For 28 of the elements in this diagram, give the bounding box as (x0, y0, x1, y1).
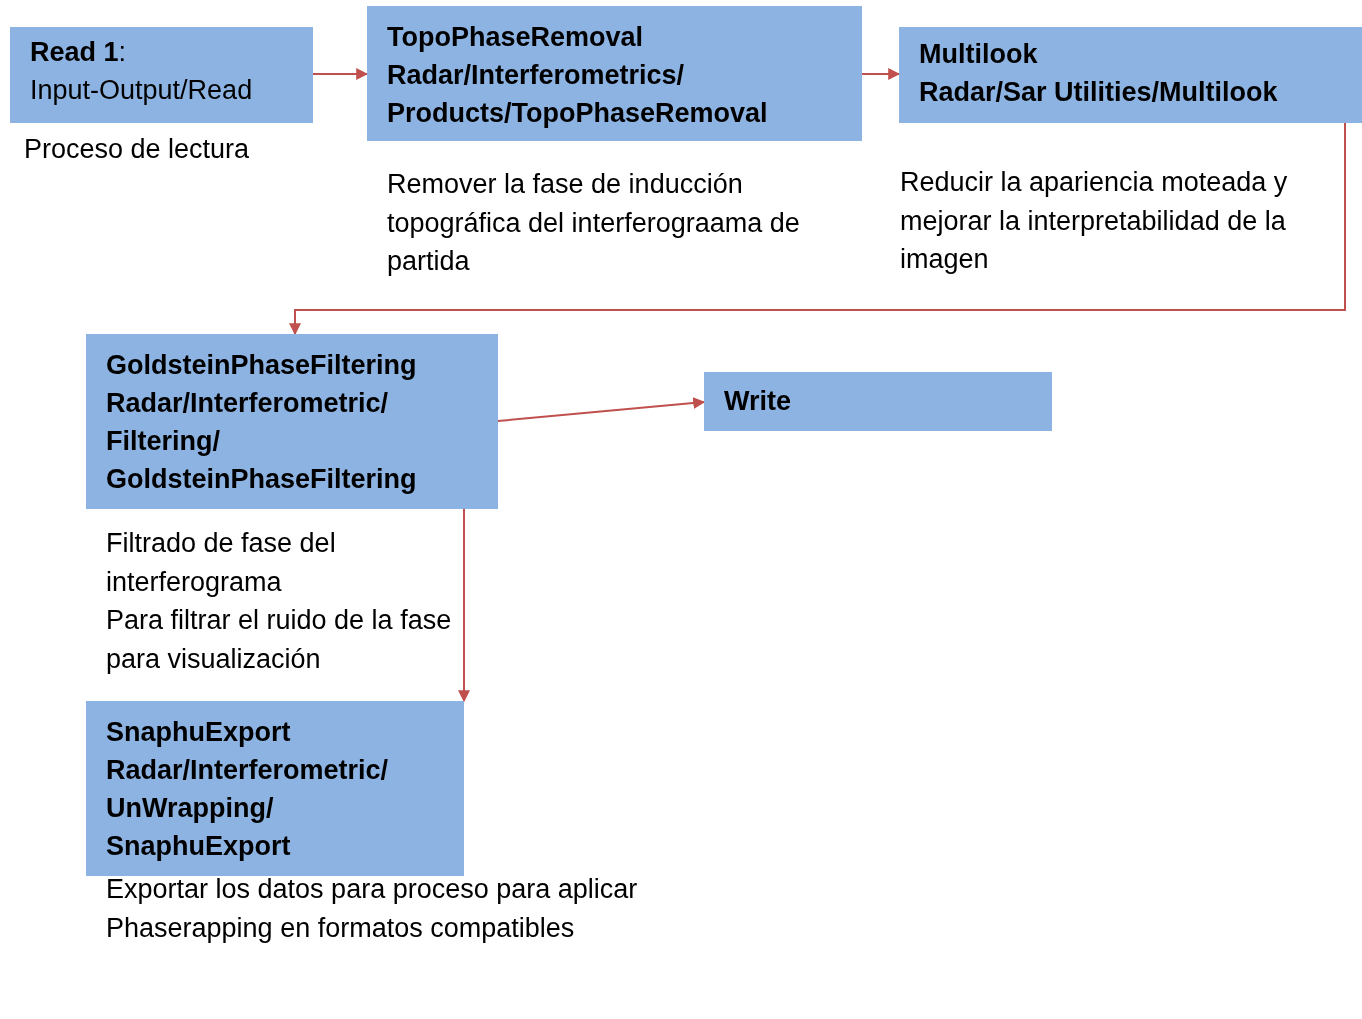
arrow (497, 397, 706, 422)
description-text: Remover la fase de inducción topográfica del interferograama de partida (387, 168, 801, 278)
process-name: SnaphuExport (106, 716, 292, 749)
process-name: Read 1: (30, 36, 128, 69)
process-box (704, 372, 1052, 431)
menu-path: Radar/Interferometrics/ Products/TopoPhaseRemoval (387, 59, 769, 130)
arrow (861, 68, 901, 80)
process-box (899, 27, 1362, 123)
process-box (10, 27, 313, 123)
process-name: Multilook (919, 38, 1039, 71)
description-text: Proceso de lectura (24, 133, 251, 166)
description-text: Exportar los datos para proceso para aplicar Phaserapping en formatos compatibles (106, 873, 639, 945)
description-text: Reducir la apariencia moteada y mejorar la interpretabilidad de la imagen (900, 166, 1289, 276)
process-name: TopoPhaseRemoval (387, 21, 645, 54)
menu-path: Radar/Interferometric/ UnWrapping/ SnaphuExport (106, 754, 390, 863)
menu-path: Radar/Sar Utilities/Multilook (919, 76, 1279, 109)
menu-path: Input-Output/Read (30, 74, 254, 107)
arrow (458, 508, 470, 703)
description-text: Filtrado de fase del interferograma (106, 527, 337, 599)
arrow (312, 68, 369, 80)
process-name: GoldsteinPhaseFiltering (106, 349, 418, 382)
process-box (86, 701, 464, 876)
arrow (289, 122, 1346, 336)
process-name: Write (724, 385, 792, 418)
process-box (367, 6, 862, 141)
description-text: Para filtrar el ruido de la fase para visualización (106, 604, 453, 676)
menu-path: Radar/Interferometric/ Filtering/ GoldsteinPhaseFiltering (106, 387, 418, 496)
process-box (86, 334, 498, 509)
